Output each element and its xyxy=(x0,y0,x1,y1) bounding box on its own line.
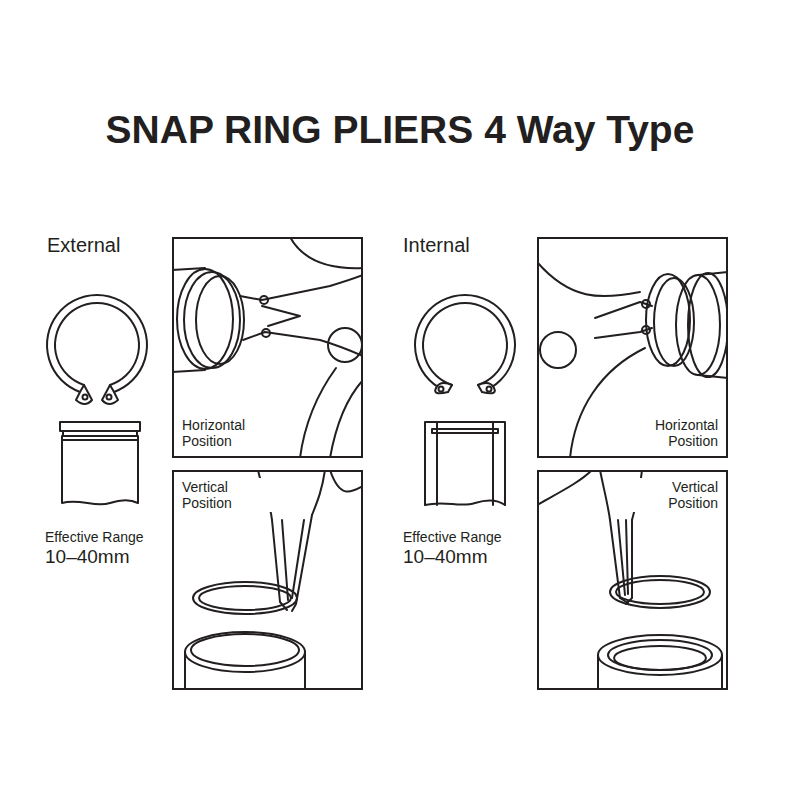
shaft-icon xyxy=(60,422,140,504)
illustration-panel: Horizontal Position xyxy=(537,237,728,458)
internal-horizontal-illustration xyxy=(537,262,728,458)
illustration-panel: Vertical Position xyxy=(537,470,728,690)
range-value: 10–40mm xyxy=(45,546,130,568)
position-caption: Vertical Position xyxy=(626,478,720,512)
range-value: 10–40mm xyxy=(403,546,488,568)
title: SNAP RING PLIERS 4 Way Type xyxy=(0,108,800,152)
internal-vertical-illustration xyxy=(537,470,722,690)
range-caption: Effective Range xyxy=(403,529,502,545)
section-heading: Internal xyxy=(403,234,470,257)
housing-icon xyxy=(425,422,505,505)
position-caption: Horizontal Position xyxy=(626,416,720,450)
external-ring-icon xyxy=(47,295,147,404)
internal-ring-icon xyxy=(415,295,515,393)
range-caption: Effective Range xyxy=(45,529,144,545)
section-heading: External xyxy=(47,234,120,257)
position-caption: Horizontal Position xyxy=(180,416,274,450)
position-caption: Vertical Position xyxy=(180,478,274,512)
illustration-panel: Vertical Position xyxy=(172,470,363,690)
external-horizontal-illustration xyxy=(172,237,363,458)
illustration-panel: Horizontal Position xyxy=(172,237,363,458)
